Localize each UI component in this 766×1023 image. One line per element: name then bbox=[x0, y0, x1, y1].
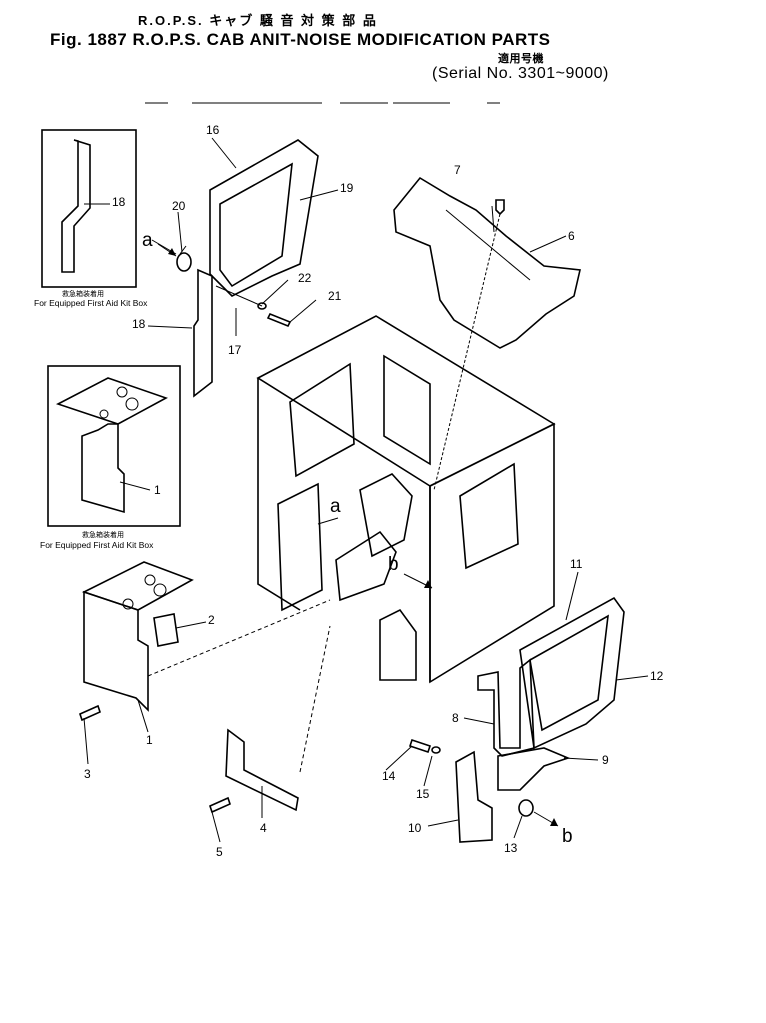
callout-19: 19 bbox=[340, 181, 354, 195]
callout-7: 7 bbox=[454, 163, 461, 177]
screw-7 bbox=[433, 199, 505, 491]
arrow-b-cab bbox=[403, 573, 433, 589]
cab-body bbox=[256, 315, 556, 684]
upper-inset-note-en: For Equipped First Aid Kit Box bbox=[34, 298, 148, 308]
callout-18: 18 bbox=[132, 317, 146, 331]
callout-13: 13 bbox=[504, 841, 518, 855]
duct-panel-6 bbox=[393, 176, 581, 349]
bolt-5 bbox=[209, 796, 231, 814]
spacer-13 bbox=[518, 799, 534, 817]
washer-22-bolt-21 bbox=[257, 302, 292, 328]
bracket-4 bbox=[225, 728, 299, 812]
panel-16-19-assembly bbox=[193, 139, 319, 398]
callout-11: 11 bbox=[570, 557, 583, 571]
spacer-20 bbox=[176, 245, 192, 272]
title-japanese: R.O.P.S. キャブ 騒 音 対 策 部 品 bbox=[138, 13, 378, 28]
panel-11-12-assembly bbox=[519, 596, 625, 750]
upper-inset-panel bbox=[41, 129, 137, 288]
callout-20: 20 bbox=[172, 199, 186, 213]
callout-12: 12 bbox=[650, 669, 664, 683]
callout-4: 4 bbox=[260, 821, 267, 835]
bolt-14-washer-15 bbox=[408, 738, 441, 754]
callout-18-inset: 18 bbox=[112, 195, 126, 209]
serial-range: (Serial No. 3301~9000) bbox=[432, 65, 609, 82]
serial-label-japanese: 適用号機 bbox=[498, 53, 544, 65]
callout-6: 6 bbox=[568, 229, 575, 243]
callout-1-inset: 1 bbox=[154, 483, 161, 497]
arrow-tag-a-left: a bbox=[142, 230, 153, 251]
arrow-tag-a-cab: a bbox=[330, 496, 341, 517]
lower-inset-note-jp: 救急箱装着用 bbox=[82, 530, 124, 539]
bolt-3 bbox=[79, 704, 101, 722]
callout-8: 8 bbox=[452, 711, 459, 725]
lower-inset-panel bbox=[47, 365, 181, 527]
callout-1: 1 bbox=[146, 733, 153, 747]
callout-3: 3 bbox=[84, 767, 91, 781]
plate-2 bbox=[153, 613, 179, 647]
arrow-tag-b-right: b bbox=[562, 826, 573, 847]
figure-title: Fig. 1887 R.O.P.S. CAB ANIT-NOISE MODIFI… bbox=[50, 30, 551, 49]
lower-inset-note-en: For Equipped First Aid Kit Box bbox=[40, 540, 154, 550]
plate-10 bbox=[455, 750, 493, 843]
callout-9: 9 bbox=[602, 753, 609, 767]
callout-15: 15 bbox=[416, 787, 430, 801]
callout-22: 22 bbox=[298, 271, 312, 285]
callout-14: 14 bbox=[382, 769, 396, 783]
callout-10: 10 bbox=[408, 821, 422, 835]
callout-17: 17 bbox=[228, 343, 242, 357]
callout-21: 21 bbox=[328, 289, 342, 303]
plate-9 bbox=[497, 747, 571, 791]
bracket-1 bbox=[81, 561, 194, 712]
upper-inset-note-jp: 救急箱装着用 bbox=[62, 289, 104, 298]
arrow-tag-b-cab: b bbox=[388, 554, 399, 575]
bracket-8 bbox=[477, 658, 535, 757]
arrow-b-right bbox=[533, 811, 559, 827]
callout-2: 2 bbox=[208, 613, 215, 627]
callout-5: 5 bbox=[216, 845, 223, 859]
arrow-a-left bbox=[157, 243, 177, 257]
callout-16: 16 bbox=[206, 123, 220, 137]
leader-lines bbox=[83, 137, 649, 843]
